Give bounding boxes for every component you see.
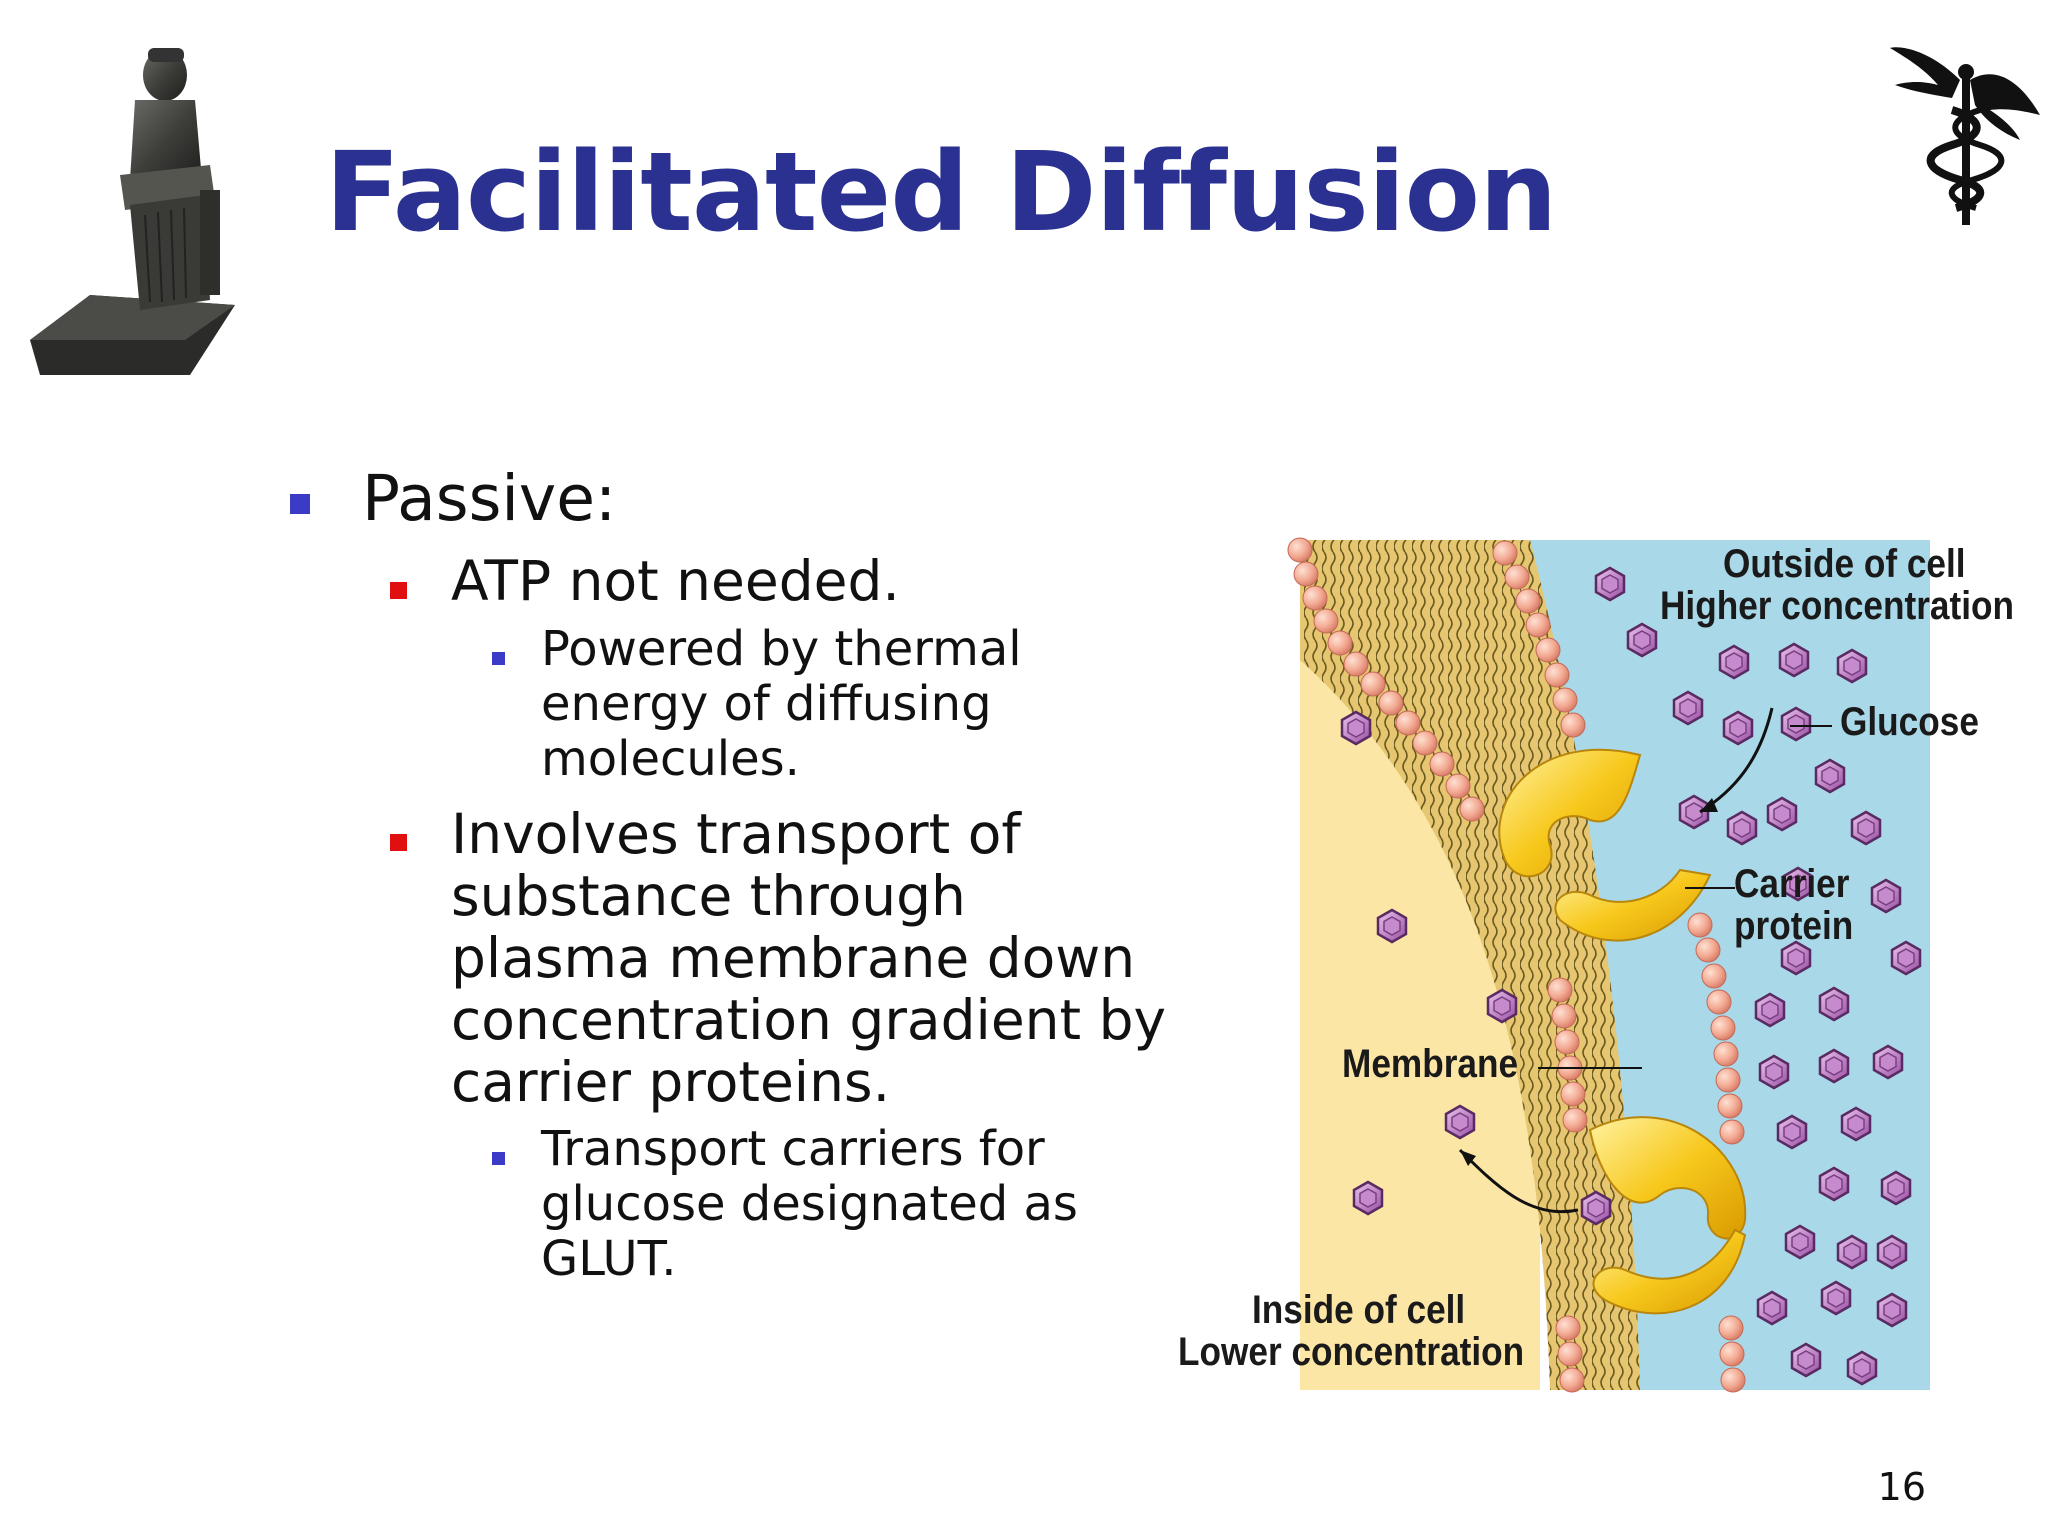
bullet-passive: Passive:: [362, 462, 617, 535]
text-line: concentration gradient by: [451, 988, 1167, 1052]
bullet-marker-level3: [492, 652, 505, 665]
statue-image: [30, 48, 235, 375]
text-line: GLUT.: [541, 1231, 677, 1287]
caduceus-icon: [1890, 47, 2040, 225]
text-line: plasma membrane down: [451, 926, 1136, 990]
higher-concentration-label: Higher concentration: [1660, 584, 2014, 628]
page-number: 16: [1877, 1465, 1926, 1509]
text-line: substance through: [451, 864, 966, 928]
inside-of-cell-label: Inside of cell: [1252, 1288, 1466, 1332]
outside-of-cell-label: Outside of cell: [1723, 542, 1966, 586]
bullet-glut: Transport carriers for glucose designate…: [541, 1122, 1078, 1287]
slide-title: Facilitated Diffusion: [325, 128, 1557, 256]
text-line: glucose designated as: [541, 1176, 1078, 1232]
diagram-illustration: [1287, 537, 1930, 1393]
text-line: molecules.: [541, 731, 800, 787]
bullet-thermal-energy: Powered by thermal energy of diffusing m…: [541, 622, 1022, 787]
text-line: Powered by thermal: [541, 621, 1022, 677]
glucose-label: Glucose: [1840, 700, 1979, 744]
bullet-involves-transport: Involves transport of substance through …: [451, 803, 1166, 1113]
text-line: Involves transport of: [451, 802, 1021, 866]
bullet-marker-level2: [390, 834, 407, 851]
text-line: Transport carriers for: [541, 1121, 1045, 1177]
carrier-protein-label-line2: protein: [1734, 904, 1854, 948]
lower-concentration-label: Lower concentration: [1178, 1330, 1525, 1374]
carrier-protein-label-line1: Carrier: [1734, 862, 1850, 906]
facilitated-diffusion-diagram: Outside of cell Higher concentration Glu…: [1160, 530, 2040, 1410]
membrane-label: Membrane: [1342, 1042, 1519, 1086]
bullet-marker-level2: [390, 582, 407, 599]
bullet-marker-level3: [492, 1152, 505, 1165]
bullet-atp-not-needed: ATP not needed.: [451, 549, 900, 613]
text-line: energy of diffusing: [541, 676, 992, 732]
bullet-marker-level1: [290, 494, 310, 514]
text-line: carrier proteins.: [451, 1050, 891, 1114]
